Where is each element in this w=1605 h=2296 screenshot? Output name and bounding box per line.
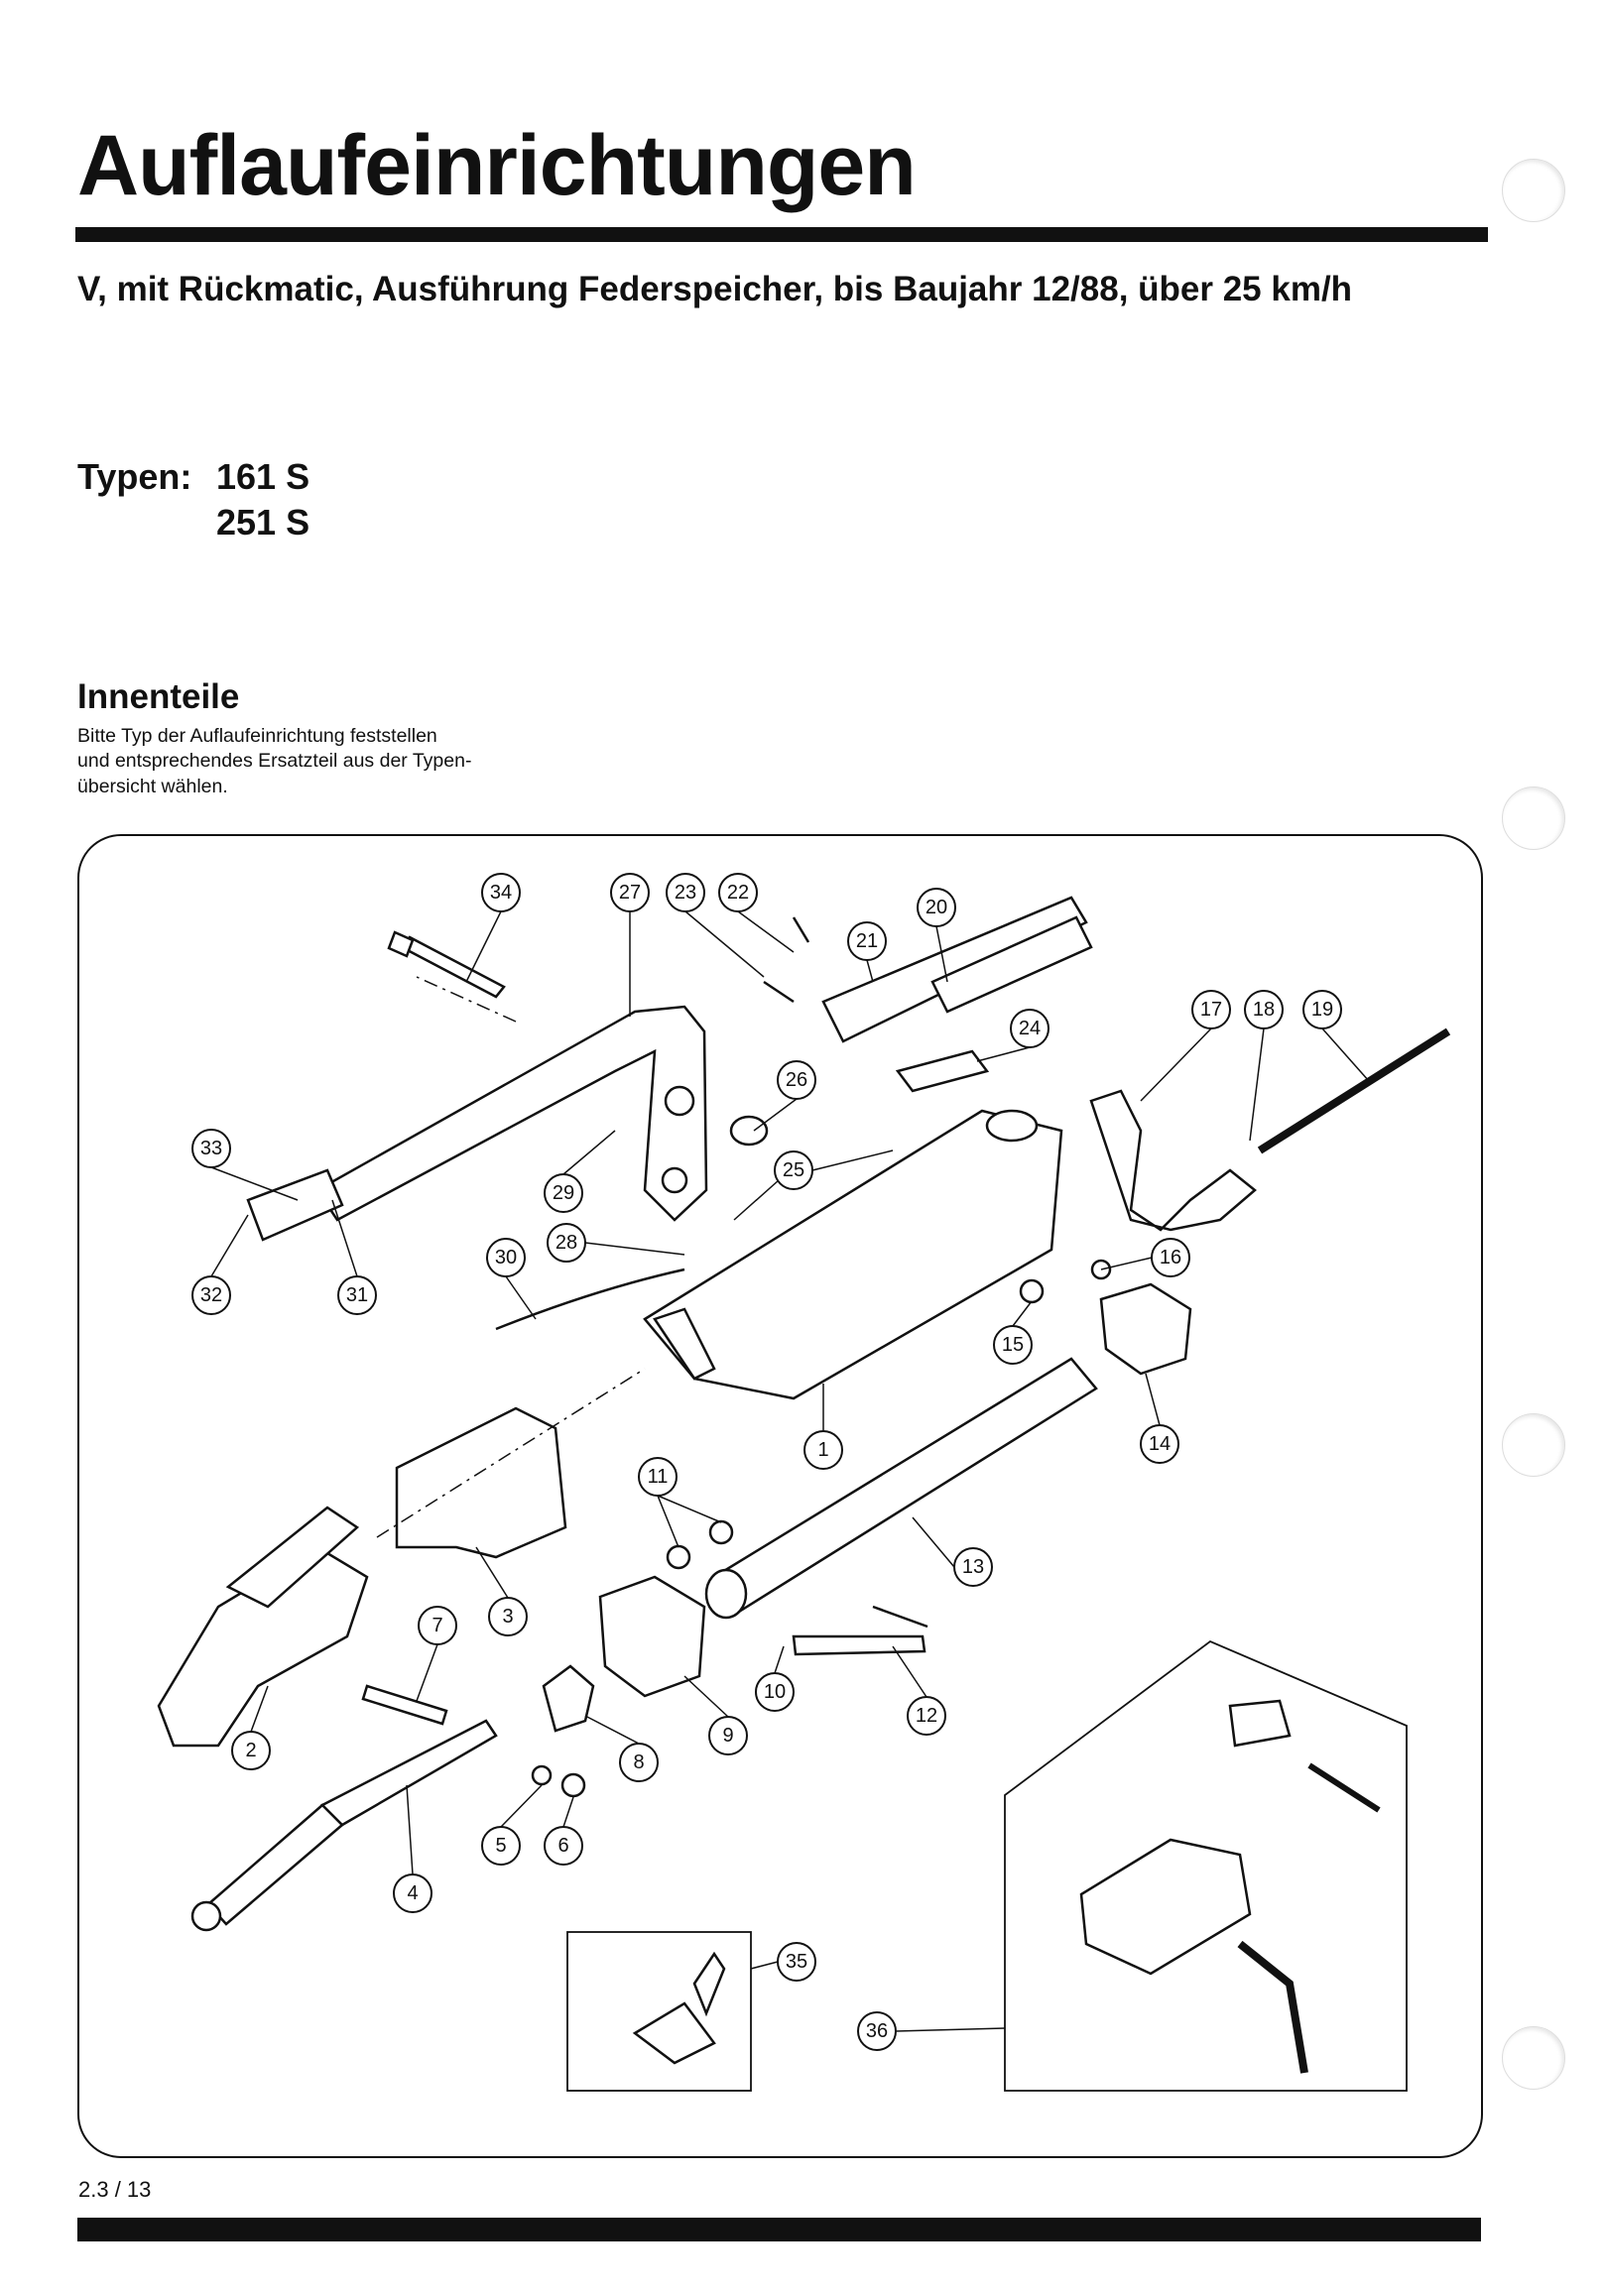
svg-text:34: 34	[490, 882, 512, 904]
types-label: Typen:	[77, 456, 192, 497]
parts-drawing	[157, 896, 1451, 2092]
callout-31[interactable]: 31	[337, 1275, 377, 1315]
svg-text:15: 15	[1002, 1334, 1024, 1356]
callout-9[interactable]: 9	[708, 1716, 748, 1755]
callout-16[interactable]: 16	[1151, 1238, 1190, 1277]
callout-7[interactable]: 7	[418, 1606, 457, 1645]
svg-text:24: 24	[1019, 1018, 1041, 1039]
callout-10[interactable]: 10	[755, 1672, 795, 1712]
callout-18[interactable]: 18	[1244, 990, 1284, 1029]
svg-text:12: 12	[916, 1705, 937, 1727]
callout-5[interactable]: 5	[481, 1826, 521, 1866]
callout-29[interactable]: 29	[544, 1173, 583, 1213]
callout-34[interactable]: 34	[481, 873, 521, 912]
callout-11[interactable]: 11	[638, 1457, 678, 1497]
svg-text:14: 14	[1149, 1433, 1171, 1455]
svg-text:26: 26	[786, 1069, 807, 1091]
punch-hole	[1502, 1413, 1565, 1477]
svg-text:23: 23	[675, 882, 696, 904]
type-item: 161 S	[216, 456, 310, 497]
instruction-text: übersicht wählen.	[77, 776, 228, 797]
callout-22[interactable]: 22	[718, 873, 758, 912]
title-rule	[75, 227, 1488, 242]
callout-27[interactable]: 27	[610, 873, 650, 912]
svg-text:25: 25	[783, 1159, 804, 1181]
svg-text:20: 20	[926, 897, 947, 918]
section-heading: Innenteile	[77, 677, 240, 716]
callout-14[interactable]: 14	[1140, 1424, 1179, 1464]
svg-text:29: 29	[553, 1182, 574, 1204]
instruction-text: und entsprechendes Ersatzteil aus der Ty…	[77, 750, 472, 772]
part-callouts: 1 2 3 4 5 6 7 8 9 10 11 12 13 14 15 16 1…	[191, 873, 1342, 2051]
svg-text:18: 18	[1253, 999, 1275, 1021]
diagram-frame	[77, 834, 1483, 2158]
svg-text:7: 7	[432, 1615, 442, 1636]
svg-text:8: 8	[633, 1752, 644, 1773]
callout-36[interactable]: 36	[857, 2011, 897, 2051]
svg-text:9: 9	[722, 1725, 733, 1747]
callout-13[interactable]: 13	[953, 1547, 993, 1587]
callout-6[interactable]: 6	[544, 1826, 583, 1866]
callout-26[interactable]: 26	[777, 1060, 816, 1100]
callout-17[interactable]: 17	[1191, 990, 1231, 1029]
exploded-parts-diagram: 1 2 3 4 5 6 7 8 9 10 11 12 13 14 15 16 1…	[157, 873, 1451, 2092]
svg-text:3: 3	[502, 1606, 513, 1628]
instruction-text: Bitte Typ der Auflaufeinrichtung festste…	[77, 725, 437, 747]
punch-hole	[1502, 2026, 1565, 2090]
callout-21[interactable]: 21	[847, 921, 887, 961]
callout-25[interactable]: 25	[774, 1150, 813, 1190]
svg-text:10: 10	[764, 1681, 786, 1703]
callout-1[interactable]: 1	[803, 1430, 843, 1470]
svg-text:21: 21	[856, 930, 878, 952]
svg-text:35: 35	[786, 1951, 807, 1973]
callout-33[interactable]: 33	[191, 1129, 231, 1168]
svg-text:1: 1	[817, 1439, 828, 1461]
callout-4[interactable]: 4	[393, 1873, 432, 1913]
page-number: 2.3 / 13	[78, 2177, 152, 2202]
callout-19[interactable]: 19	[1302, 990, 1342, 1029]
callout-15[interactable]: 15	[993, 1325, 1033, 1365]
svg-text:11: 11	[648, 1466, 669, 1488]
svg-text:33: 33	[200, 1138, 222, 1159]
punch-hole	[1502, 159, 1565, 222]
callout-12[interactable]: 12	[907, 1696, 946, 1736]
callout-32[interactable]: 32	[191, 1275, 231, 1315]
callout-3[interactable]: 3	[488, 1597, 528, 1636]
svg-text:30: 30	[495, 1247, 517, 1269]
svg-text:28: 28	[556, 1232, 577, 1254]
svg-text:31: 31	[346, 1284, 368, 1306]
callout-20[interactable]: 20	[917, 888, 956, 927]
callout-23[interactable]: 23	[666, 873, 705, 912]
page-title: Auflaufeinrichtungen	[77, 118, 917, 213]
callout-28[interactable]: 28	[547, 1223, 586, 1263]
page-subtitle: V, mit Rückmatic, Ausführung Federspeich…	[77, 270, 1353, 308]
callout-35[interactable]: 35	[777, 1942, 816, 1982]
svg-text:36: 36	[866, 2020, 888, 2042]
svg-text:27: 27	[619, 882, 641, 904]
svg-text:4: 4	[407, 1882, 418, 1904]
svg-text:17: 17	[1200, 999, 1222, 1021]
svg-text:5: 5	[495, 1835, 506, 1857]
punch-hole	[1502, 786, 1565, 850]
callout-2[interactable]: 2	[231, 1731, 271, 1770]
svg-text:22: 22	[727, 882, 749, 904]
svg-text:2: 2	[245, 1740, 256, 1761]
footer-rule	[77, 2218, 1481, 2241]
callout-30[interactable]: 30	[486, 1238, 526, 1277]
type-item: 251 S	[216, 502, 310, 543]
svg-text:19: 19	[1311, 999, 1333, 1021]
callout-24[interactable]: 24	[1010, 1009, 1049, 1048]
svg-text:16: 16	[1160, 1247, 1181, 1269]
svg-text:13: 13	[962, 1556, 984, 1578]
leader-lines	[210, 910, 1370, 2032]
svg-text:6: 6	[557, 1835, 568, 1857]
svg-text:32: 32	[200, 1284, 222, 1306]
callout-8[interactable]: 8	[619, 1743, 659, 1782]
